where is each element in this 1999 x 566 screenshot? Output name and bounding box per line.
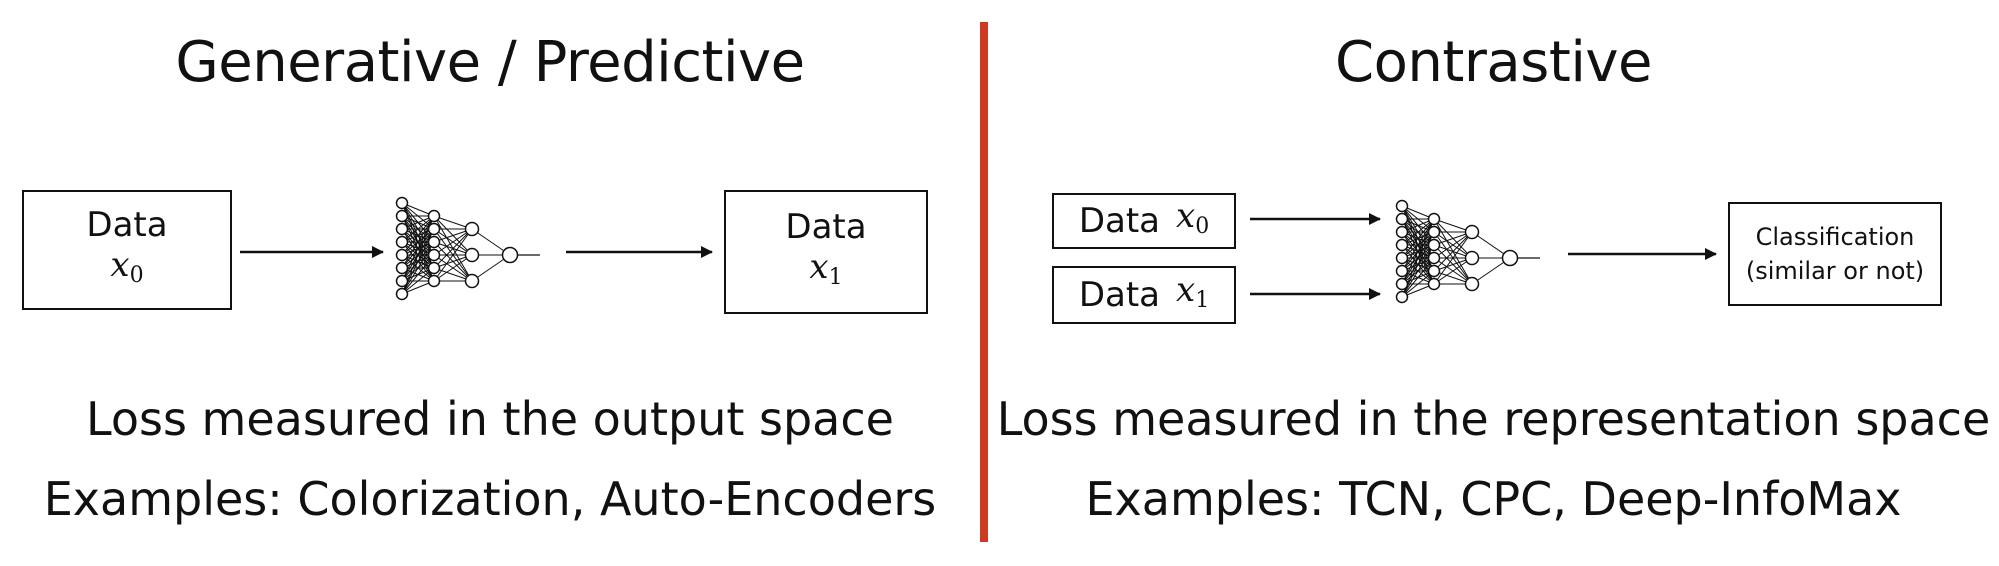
left-caption-line1: Loss measured in the output space — [86, 392, 894, 446]
left-input-var-letter: x — [110, 244, 130, 285]
network-node — [1395, 251, 1409, 265]
network-node — [427, 222, 441, 236]
network-node — [1395, 212, 1409, 226]
left-input-box: Data x0 — [22, 190, 232, 310]
left-output-box: Data x1 — [724, 190, 928, 314]
network-edge — [1401, 218, 1435, 259]
left-input-label: Data — [86, 204, 168, 245]
network-node — [1395, 238, 1409, 252]
network-edge — [1433, 231, 1473, 272]
right-input-box-top: Data x0 — [1052, 193, 1236, 249]
network-edge — [433, 228, 473, 269]
network-node — [1427, 251, 1441, 265]
network-edge — [433, 254, 473, 282]
network-node — [1395, 277, 1409, 291]
contrastive-title: Contrastive — [1335, 30, 1652, 95]
network-node — [464, 247, 480, 263]
network-edge — [433, 228, 473, 282]
right-input-bottom-var-letter: x — [1176, 269, 1196, 310]
right-input-bottom-var-sub: 1 — [1195, 287, 1210, 313]
network-node — [1464, 276, 1480, 292]
left-input-var: x0 — [110, 245, 143, 296]
right-input-top-var: x0 — [1176, 196, 1209, 247]
network-node — [1427, 264, 1441, 278]
network-edge — [1433, 231, 1473, 285]
right-input-top-var-sub: 0 — [1195, 213, 1210, 239]
network-node — [395, 248, 409, 262]
classification-box: Classification (similar or not) — [1728, 202, 1942, 306]
network-node — [395, 261, 409, 275]
right-input-box-bottom: Data x1 — [1052, 266, 1236, 324]
network-node — [1501, 249, 1519, 267]
network-node — [395, 274, 409, 288]
right-input-top-label: Data — [1078, 201, 1160, 241]
network-node — [1464, 224, 1480, 240]
left-input-var-sub: 0 — [129, 262, 144, 288]
right-input-bottom-label: Data — [1078, 275, 1160, 315]
network-node — [464, 221, 480, 237]
network-node — [427, 235, 441, 249]
right-caption-line1: Loss measured in the representation spac… — [996, 392, 1991, 446]
neural-network-icon — [395, 196, 540, 301]
network-edge — [1401, 218, 1435, 272]
network-node — [1395, 290, 1409, 304]
left-output-label: Data — [785, 206, 867, 247]
network-edge — [433, 228, 473, 256]
network-node — [427, 209, 441, 223]
network-node — [1395, 264, 1409, 278]
network-node — [1427, 212, 1441, 226]
network-node — [1395, 199, 1409, 213]
network-node — [395, 209, 409, 223]
right-input-top-var-letter: x — [1176, 195, 1196, 236]
section-divider — [980, 22, 988, 542]
network-node — [427, 274, 441, 288]
network-node — [1427, 277, 1441, 291]
classification-sublabel: (similar or not) — [1745, 257, 1925, 285]
network-edge — [401, 267, 435, 295]
network-edge — [401, 215, 435, 269]
network-edge — [1401, 218, 1435, 246]
network-edge — [1433, 231, 1473, 259]
neural-network-icon — [1395, 199, 1540, 304]
network-node — [1464, 250, 1480, 266]
network-node — [464, 273, 480, 289]
network-edge — [401, 254, 435, 295]
network-edge — [1401, 244, 1435, 298]
network-edge — [401, 215, 435, 243]
left-caption-line2: Examples: Colorization, Auto-Encoders — [43, 472, 937, 526]
right-caption-line2: Examples: TCN, CPC, Deep-InfoMax — [1085, 472, 1902, 526]
left-output-var-letter: x — [809, 246, 829, 287]
network-node — [395, 235, 409, 249]
network-node — [395, 287, 409, 301]
network-node — [427, 261, 441, 275]
network-node — [395, 222, 409, 236]
network-edge — [1401, 257, 1435, 298]
left-output-var-sub: 1 — [828, 264, 843, 290]
network-edge — [1401, 270, 1435, 298]
right-input-bottom-var: x1 — [1176, 270, 1209, 321]
network-edge — [401, 241, 435, 295]
network-node — [1427, 238, 1441, 252]
generative-title: Generative / Predictive — [175, 30, 805, 95]
network-node — [1395, 225, 1409, 239]
classification-label: Classification — [1755, 223, 1915, 251]
left-output-var: x1 — [809, 247, 842, 298]
network-node — [1427, 225, 1441, 239]
network-edge — [401, 215, 435, 256]
network-node — [427, 248, 441, 262]
network-node — [501, 246, 519, 264]
network-node — [395, 196, 409, 210]
network-edge — [1433, 257, 1473, 285]
